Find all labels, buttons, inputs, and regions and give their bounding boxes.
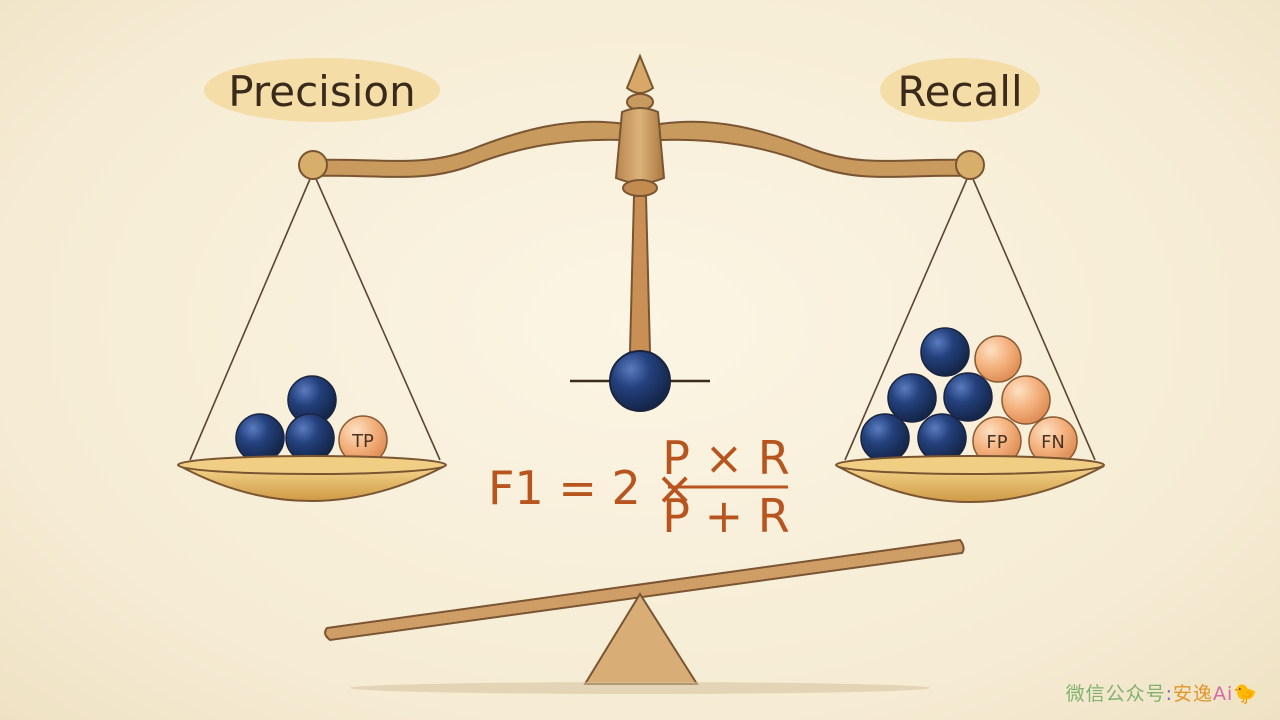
watermark-suffix: Ai [1213, 683, 1234, 705]
f1-formula: F1 = 2 × P × R P + R [488, 431, 790, 543]
right-pan [835, 455, 1105, 503]
right-pan-balls: FP FN [860, 327, 1078, 466]
seesaw-fulcrum [583, 592, 699, 685]
right-beam-knob [955, 150, 985, 180]
ground-shadow [350, 682, 930, 694]
left-beam-knob [298, 150, 328, 180]
formula-denominator: P + R [662, 489, 790, 543]
orange-ball [974, 335, 1022, 383]
orange-ball [1001, 375, 1051, 425]
seesaw-plank [324, 538, 965, 642]
pointer-weight-ball [609, 350, 671, 412]
navy-ball [235, 413, 285, 463]
navy-ball [943, 372, 993, 422]
right-pan-strings [844, 171, 1096, 461]
watermark: 微信公众号:安逸Ai🐤 [1066, 679, 1258, 706]
navy-ball [285, 413, 335, 463]
balance-pointer [628, 195, 652, 353]
precision-label: Precision [228, 67, 415, 116]
fn-label: FN [1041, 432, 1065, 453]
precision-label-highlight [204, 58, 440, 122]
chick-icon: 🐤 [1233, 683, 1258, 705]
fp-label: FP [986, 432, 1007, 453]
left-pan-balls: TP [235, 375, 388, 465]
formula-numerator: P × R [662, 431, 790, 485]
recall-label: Recall [897, 67, 1022, 116]
watermark-colon: : [1165, 683, 1174, 705]
seesaw [324, 538, 965, 694]
formula-lhs: F1 = 2 × [488, 461, 694, 515]
navy-ball [917, 413, 967, 463]
tp-label: TP [351, 431, 374, 452]
central-finial [614, 53, 666, 197]
left-pan-strings [189, 171, 441, 461]
navy-ball [887, 373, 937, 423]
navy-ball [860, 413, 910, 463]
watermark-name: 安逸 [1173, 683, 1214, 705]
left-pan [177, 455, 447, 502]
watermark-prefix: 微信公众号 [1065, 683, 1166, 705]
navy-ball [920, 327, 970, 377]
recall-label-highlight [880, 58, 1040, 122]
